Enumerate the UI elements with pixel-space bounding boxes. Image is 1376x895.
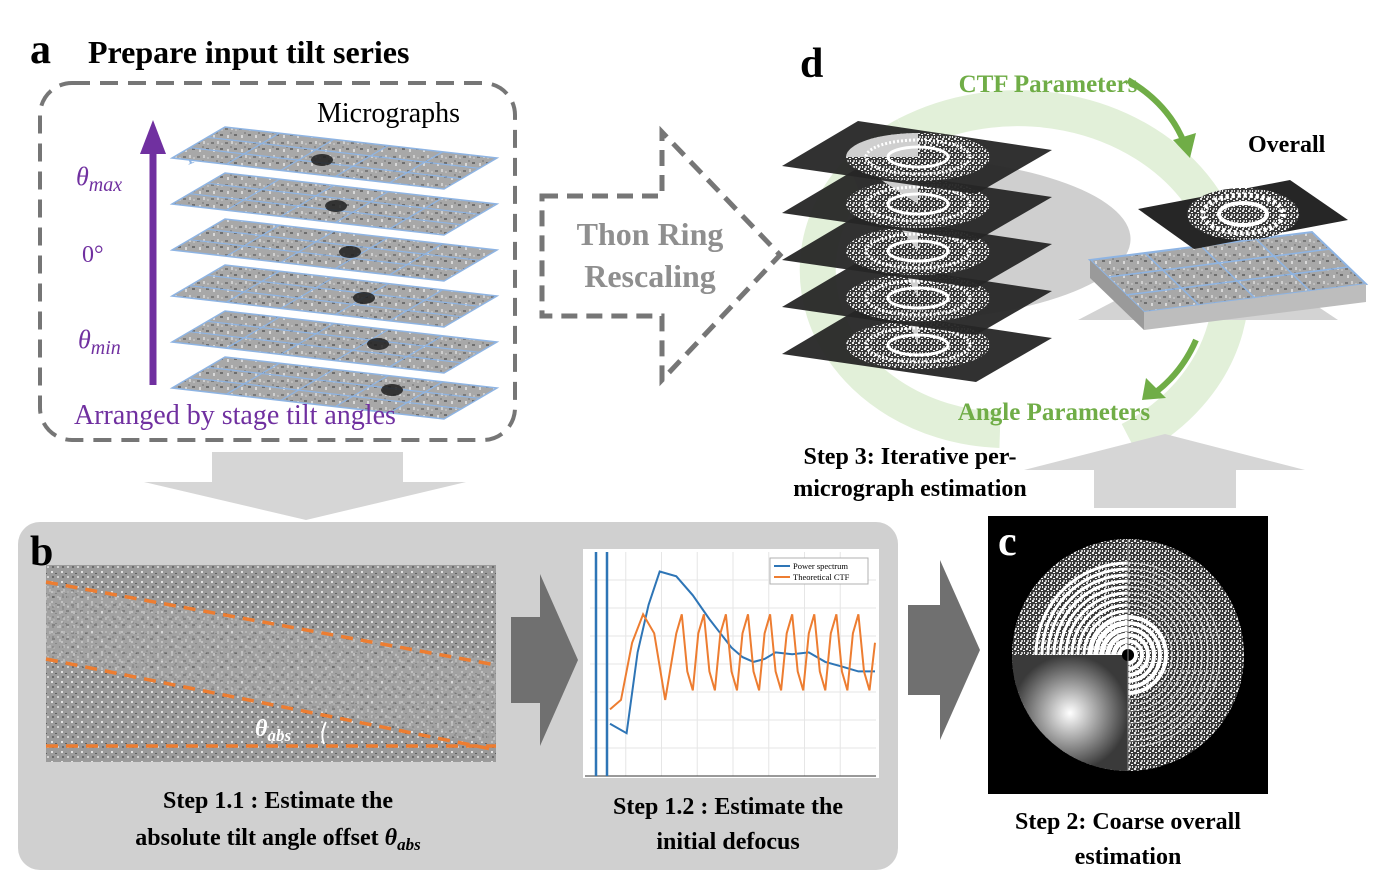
panel-b: b θabs Power spectrum Theoretical CTF (18, 522, 898, 870)
theta-min-label: θmin (78, 325, 121, 359)
ctf-to-overall-arrow (1126, 77, 1188, 147)
arrow-c-to-d (1024, 434, 1305, 508)
panel-c-letter: c (998, 519, 1017, 565)
tilt-axis-arrowhead (140, 120, 166, 154)
series-line-1 (609, 570, 875, 735)
arrow-b-to-c (908, 560, 980, 740)
panel-a-letter: a (30, 27, 51, 73)
micrograph-layer (169, 356, 500, 420)
arrow-b11-to-b12 (511, 574, 578, 746)
step2-line1: Step 2: Coarse overall (1015, 809, 1241, 835)
overall-to-angle-arrow (1154, 338, 1199, 395)
zero-degree-label: 0° (82, 242, 104, 268)
arranged-by-tilt-label: Arranged by stage tilt angles (74, 400, 396, 431)
micrograph-layer (169, 264, 500, 328)
step2-line2: estimation (1075, 844, 1182, 870)
panel-a-title: Prepare input tilt series (88, 34, 409, 70)
panel-c: c Step 2: Coarse overall estimation (988, 516, 1268, 870)
defocus-chart: Power spectrum Theoretical CTF (583, 549, 879, 778)
arrow-a-to-b (144, 452, 466, 520)
thon-arrow-line2: Rescaling (584, 258, 716, 294)
tilt-series-dashed-frame (38, 81, 517, 442)
ctf-layer (782, 156, 1052, 241)
step3-line1: Step 3: Iterative per- (803, 444, 1016, 470)
micrograph-stack (169, 126, 500, 420)
overall-slab (1078, 180, 1369, 330)
step12-line1: Step 1.2 : Estimate the (613, 794, 843, 820)
chart-legend: Power spectrum Theoretical CTF (769, 557, 869, 585)
tomogram-slice: θabs (45, 565, 497, 762)
panel-b-letter: b (30, 529, 53, 575)
thon-ring-rescaling-arrow: Thon Ring Rescaling (539, 125, 784, 387)
chart-grid (585, 552, 876, 777)
ctf-layer (782, 121, 1052, 194)
thon-arrow-line1: Thon Ring (577, 216, 724, 252)
legend-theoretical-ctf: Theoretical CTF (793, 572, 850, 582)
micrograph-layer (169, 126, 500, 190)
micrograph-layer (169, 172, 500, 236)
ctf-arrowhead (1173, 133, 1196, 158)
specimen-bottom-boundary (45, 657, 497, 752)
step11-line1: Step 1.1 : Estimate the (163, 788, 393, 814)
micrographs-label: Micrographs (317, 98, 460, 129)
ctf-micrograph-stack (782, 121, 1131, 382)
angle-arrowhead (1142, 378, 1166, 400)
micrograph-layer (169, 218, 500, 282)
series-line-2 (609, 612, 876, 711)
theta-max-label: θmax (76, 162, 122, 196)
step11-line2: absolute tilt angle offset θabs (135, 825, 421, 854)
overall-label: Overall (1248, 132, 1326, 158)
step3-line2: micrograph estimation (793, 476, 1027, 502)
panel-d-letter: d (800, 41, 823, 87)
theta-abs-arc (321, 721, 327, 745)
legend-power-spectrum: Power spectrum (793, 561, 848, 571)
panel-a: a Prepare input tilt series Micrographs … (30, 27, 517, 442)
step12-line2: initial defocus (656, 829, 799, 855)
chart-series (609, 570, 876, 735)
panel-d: d CTF Parameters Angle Parameters Overal… (782, 41, 1369, 502)
specimen-top-boundary (45, 580, 497, 667)
iteration-cycle-ring (897, 90, 1249, 456)
angle-parameters-label: Angle Parameters (958, 399, 1151, 426)
theta-abs-label: θabs (255, 716, 291, 745)
ctf-parameters-label: CTF Parameters (959, 71, 1138, 98)
thon-rings (1034, 561, 1221, 748)
micrograph-layer (169, 310, 500, 374)
